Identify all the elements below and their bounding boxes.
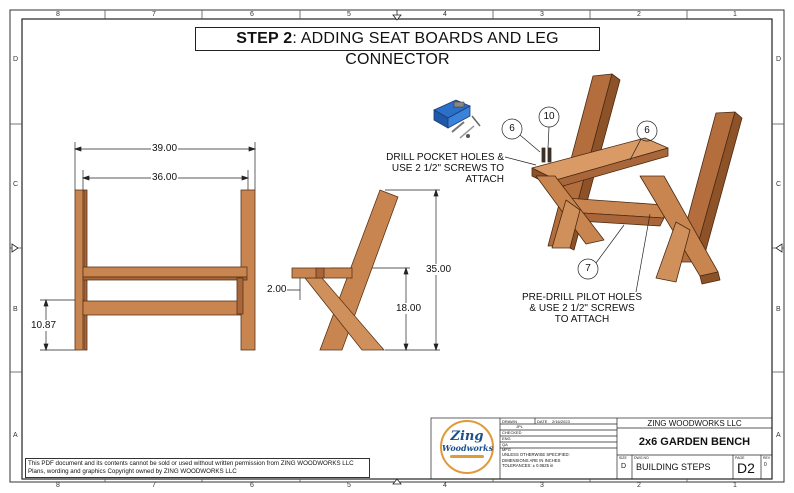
- note-pocket-holes: DRILL POCKET HOLES & USE 2 1/2" SCREWS T…: [380, 152, 504, 185]
- zone-bottom-1: 1: [733, 482, 737, 489]
- zone-left-a: A: [13, 432, 18, 439]
- tb-mfg-label: MFG: [502, 447, 511, 452]
- zone-bottom-3: 3: [540, 482, 544, 489]
- zone-top-3: 3: [540, 11, 544, 18]
- step-title: STEP 2: ADDING SEAT BOARDS AND LEG CONNE…: [195, 27, 600, 68]
- zone-top-7: 7: [152, 11, 156, 18]
- tb-eng-label: ENG: [502, 436, 511, 441]
- zone-bottom-7: 7: [152, 482, 156, 489]
- copyright-line-1: This PDF document and its contents canno…: [28, 460, 354, 467]
- note-pilot-holes: PRE-DRILL PILOT HOLES & USE 2 1/2" SCREW…: [520, 292, 644, 325]
- zone-right-b: B: [776, 306, 781, 313]
- zone-left-d: D: [13, 56, 19, 63]
- zone-bottom-5: 5: [347, 482, 351, 489]
- step-title-number: STEP 2: [236, 30, 293, 47]
- tb-page-label: PAGE: [735, 456, 745, 460]
- note-pilot-holes-line-1: PRE-DRILL PILOT HOLES: [521, 292, 643, 303]
- note-pilot-holes-line-2: & USE 2 1/2" SCREWS: [529, 303, 635, 314]
- front-dim-outer: 39.00: [151, 143, 179, 154]
- tb-page: D2: [737, 460, 755, 476]
- side-dim-overall-height: 35.00: [425, 264, 453, 275]
- tb-qa-label: QA: [502, 442, 508, 447]
- callout-7: 7: [585, 263, 591, 274]
- pocket-hole-jig-icon: [433, 99, 481, 139]
- tb-spec-notes: UNLESS OTHERWISE SPECIFIED: DIMENSIONS A…: [502, 452, 570, 469]
- callout-6-right: 6: [644, 125, 650, 136]
- zone-bottom-6: 6: [250, 482, 254, 489]
- tb-drawn-label: DRAWN: [502, 419, 517, 424]
- logo-word-top: Zing: [450, 429, 484, 444]
- note-pocket-holes-line-2: USE 2 1/2" SCREWS TO: [391, 163, 504, 174]
- tb-dwg-label: DWG NO: [634, 456, 649, 460]
- zone-top-6: 6: [250, 11, 254, 18]
- zone-bottom-8: 8: [56, 482, 60, 489]
- note-pilot-holes-line-3: TO ATTACH: [554, 314, 610, 325]
- zone-right-c: C: [776, 181, 782, 188]
- tb-drawn-name: JPL: [516, 424, 523, 429]
- tb-rev: 0: [764, 462, 767, 468]
- side-dim-thickness: 2.00: [266, 284, 288, 295]
- zone-top-2: 2: [637, 11, 641, 18]
- tb-size-label: SIZE: [619, 456, 627, 460]
- tb-date-label: DATE: [537, 419, 548, 424]
- zone-right-d: D: [776, 56, 782, 63]
- tb-size: D: [621, 463, 627, 470]
- callout-6-left: 6: [509, 123, 515, 134]
- zone-top-8: 8: [56, 11, 60, 18]
- tb-spec-line-3: TOLERANCES: ± 0.0625 in: [502, 463, 554, 468]
- step-title-text: : ADDING SEAT BOARDS AND LEG CONNECTOR: [292, 30, 559, 68]
- tb-drawing-name: BUILDING STEPS: [636, 462, 711, 472]
- front-dim-height: 10.87: [30, 320, 58, 331]
- zone-bottom-2: 2: [637, 482, 641, 489]
- front-dim-inner: 36.00: [151, 172, 179, 183]
- tb-product: 2x6 GARDEN BENCH: [638, 436, 751, 448]
- logo-word-bottom: Woodworks: [442, 443, 494, 453]
- tb-rev-label: REV: [763, 456, 771, 460]
- zone-bottom-4: 4: [443, 482, 447, 489]
- tb-company: ZING WOODWORKS LLC: [647, 419, 742, 428]
- zone-left-c: C: [13, 181, 19, 188]
- zone-top-1: 1: [733, 11, 737, 18]
- company-logo: Zing Woodworks: [440, 420, 494, 474]
- note-pocket-holes-line-1: DRILL POCKET HOLES &: [386, 152, 504, 163]
- logo-swoosh: [450, 455, 484, 458]
- copyright-notice: This PDF document and its contents canno…: [25, 458, 370, 478]
- tb-spec-line-2: DIMENSIONS ARE IN INCHES: [502, 457, 561, 463]
- tb-date: 2/16/2023: [552, 419, 570, 424]
- tb-checked-label: CHECKED: [502, 430, 522, 435]
- zone-top-4: 4: [443, 11, 447, 18]
- note-pocket-holes-line-3: ATTACH: [465, 174, 504, 185]
- callout-10: 10: [543, 111, 555, 122]
- zone-top-5: 5: [347, 11, 351, 18]
- zone-left-b: B: [13, 306, 18, 313]
- tb-spec-line-1: UNLESS OTHERWISE SPECIFIED:: [502, 452, 570, 457]
- zone-right-a: A: [776, 432, 781, 439]
- side-dim-seat-height: 18.00: [395, 303, 423, 314]
- copyright-line-2: Plans, wording and graphics Copyright ow…: [28, 468, 237, 475]
